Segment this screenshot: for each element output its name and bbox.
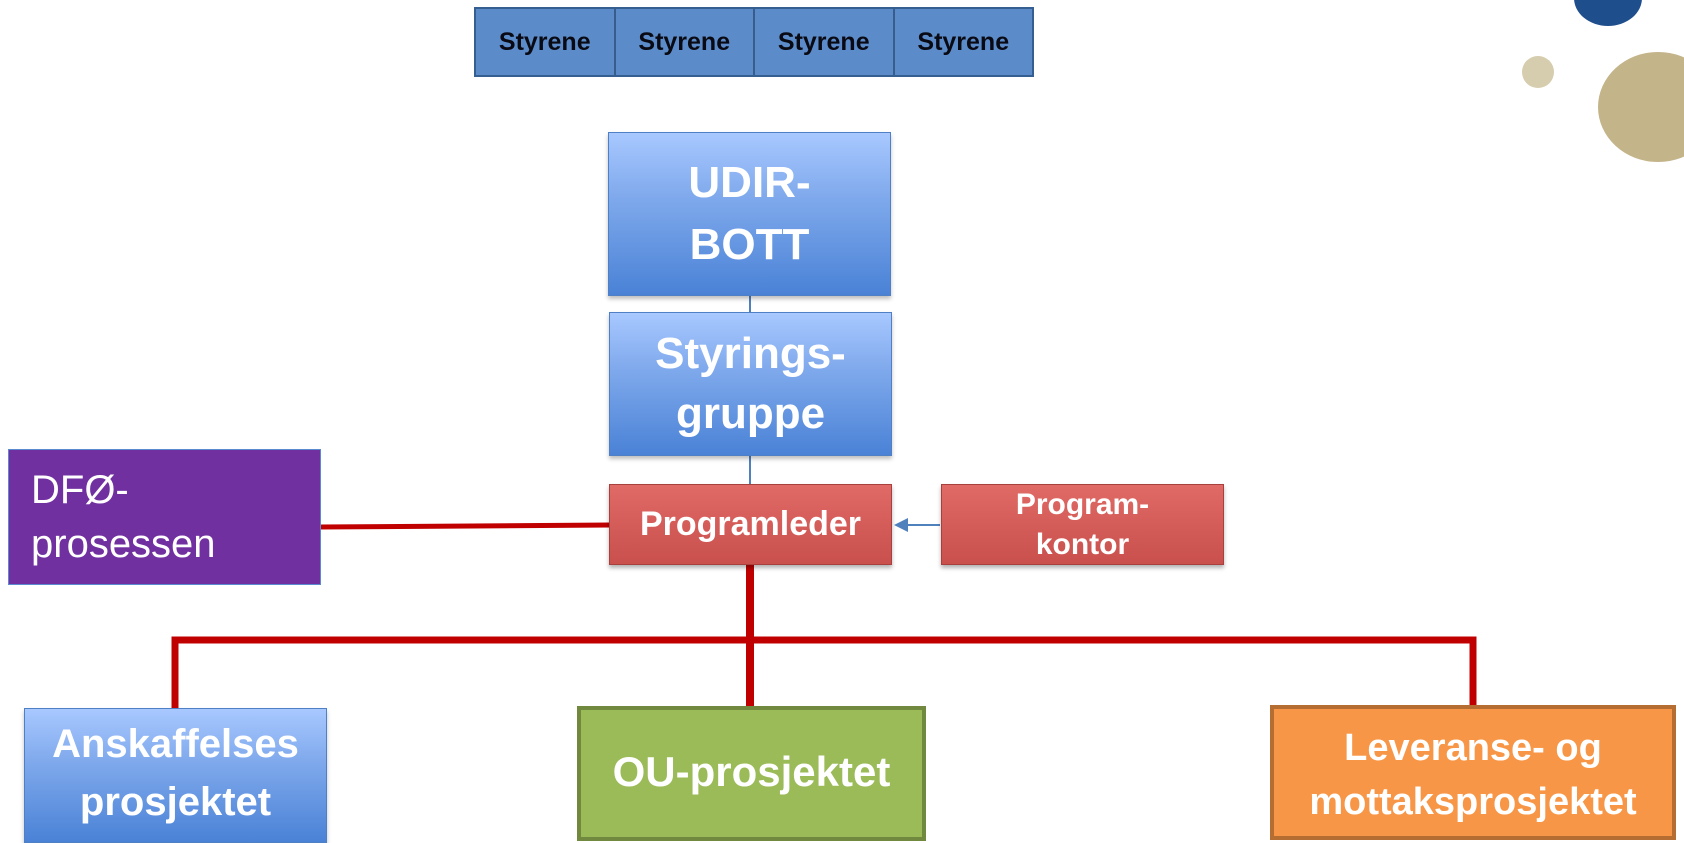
dfo-prosessen-box: DFØ- prosessen — [8, 449, 321, 585]
decorative-large-tan-circle — [1598, 52, 1684, 162]
programkontor-line1: Program- — [1015, 487, 1150, 521]
styringsgruppe-box: Styrings- gruppe — [609, 312, 892, 456]
anskaffelse-line1: Anskaffelses — [52, 722, 299, 766]
styringsgruppe-line1: Styrings- — [655, 329, 846, 378]
anskaffelse-box: Anskaffelses prosjektet — [24, 708, 327, 843]
dfo-line1: DFØ- — [31, 468, 129, 512]
ou-prosjektet-box: OU-prosjektet — [577, 706, 926, 841]
connector-horizontal-branch — [171, 636, 1477, 710]
styrene-cell: Styrene — [613, 9, 753, 75]
styrene-cell: Styrene — [753, 9, 893, 75]
leveranse-line1: Leveranse- og — [1344, 727, 1602, 769]
dfo-line2: prosessen — [31, 522, 216, 566]
arrowhead-icon — [894, 518, 908, 532]
styrene-bar: Styrene Styrene Styrene Styrene — [474, 7, 1034, 77]
decorative-small-tan-circle — [1522, 56, 1554, 88]
programleder-box: Programleder — [609, 484, 892, 565]
styrene-cell: Styrene — [476, 9, 614, 75]
leveranse-line2: mottaksprosjektet — [1309, 781, 1637, 823]
programkontor-box: Program- kontor — [941, 484, 1224, 565]
ou-prosjektet-label: OU-prosjektet — [612, 748, 891, 795]
programkontor-line2: kontor — [1035, 527, 1130, 561]
styringsgruppe-line2: gruppe — [675, 389, 826, 438]
styrene-cell: Styrene — [892, 9, 1032, 75]
anskaffelse-line2: prosjektet — [79, 780, 272, 824]
connector-dfo-programleder — [319, 522, 611, 530]
udir-bott-line1: UDIR- — [688, 158, 811, 207]
udir-bott-line2: BOTT — [689, 220, 810, 269]
programleder-label: Programleder — [639, 505, 862, 543]
leveranse-box: Leveranse- og mottaksprosjektet — [1270, 705, 1676, 840]
udir-bott-box: UDIR- BOTT — [608, 132, 891, 296]
